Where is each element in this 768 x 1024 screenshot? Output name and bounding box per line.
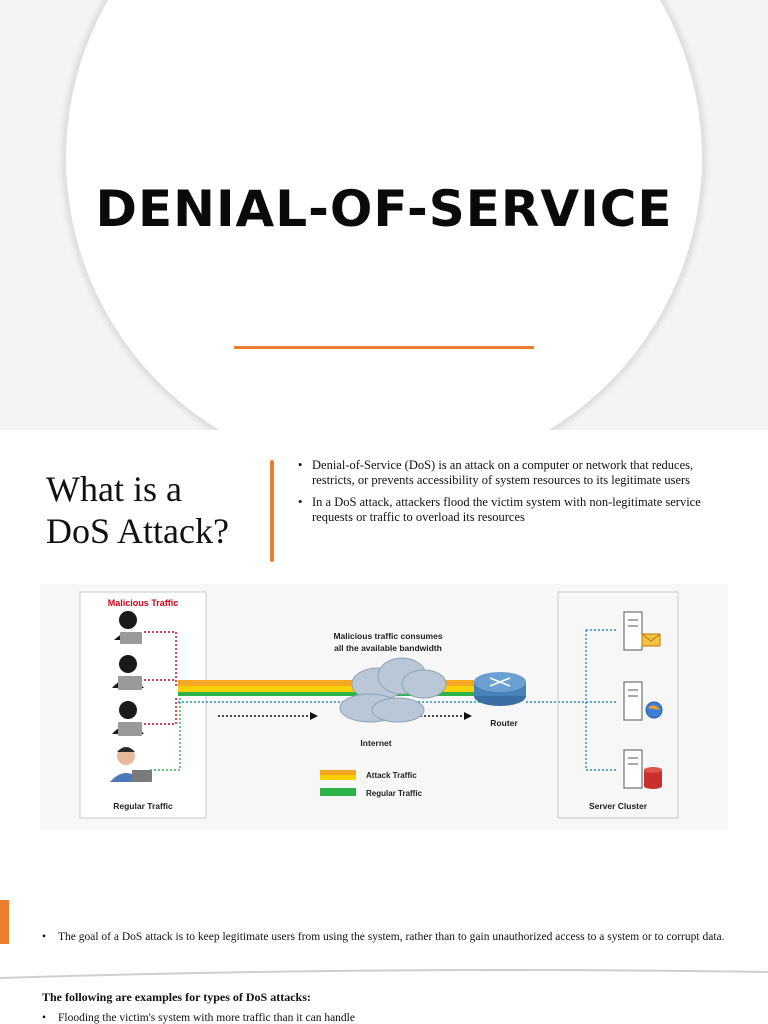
malicious-lines — [144, 631, 177, 725]
legend-attack-label: Attack Traffic — [366, 771, 417, 780]
definition-title-line1: What is a — [46, 469, 182, 509]
definition-slide: What is a DoS Attack? Denial-of-Service … — [0, 434, 768, 584]
regular-user-icon — [110, 747, 152, 782]
regular-traffic-label: Regular Traffic — [113, 801, 173, 811]
legend-attack-swatch — [320, 770, 356, 775]
legend-attack-swatch — [320, 775, 356, 780]
attacker-icon — [112, 701, 144, 736]
regular-line — [150, 698, 181, 771]
orange-tab — [0, 900, 9, 944]
server-links — [526, 629, 618, 771]
mail-server-icon — [623, 611, 661, 651]
legend-regular-swatch — [320, 788, 356, 796]
slide-title: DENIAL-OF-SERVICE — [95, 180, 673, 238]
legend-regular-label: Regular Traffic — [366, 789, 423, 798]
bullet-item: Denial-of-Service (DoS) is an attack on … — [296, 458, 716, 488]
attackers-panel — [79, 591, 207, 819]
orange-divider — [270, 460, 274, 562]
arrow-head — [310, 712, 318, 720]
attack-band-orange — [178, 680, 474, 686]
divider-curve — [0, 969, 768, 979]
internet-label: Internet — [360, 738, 391, 748]
server-cluster-label: Server Cluster — [589, 801, 648, 811]
internet-cloud-icon — [339, 657, 447, 723]
title-circle — [66, 0, 702, 430]
bullet-item: In a DoS attack, attackers flood the vic… — [296, 495, 716, 525]
router-label: Router — [490, 718, 518, 728]
examples-heading: The following are examples for types of … — [42, 990, 311, 1004]
definition-title: What is a DoS Attack? — [46, 468, 266, 552]
web-server-icon — [623, 681, 663, 721]
definition-bullets: Denial-of-Service (DoS) is an attack on … — [296, 458, 716, 532]
callout-line2: all the available bandwidth — [334, 643, 442, 653]
server-panel — [557, 591, 679, 819]
malicious-traffic-label: Malicious Traffic — [108, 598, 179, 608]
database-server-icon — [623, 749, 662, 789]
callout-line1: Malicious traffic consumes — [333, 631, 442, 641]
accent-line — [234, 346, 534, 349]
title-slide: DENIAL-OF-SERVICE — [0, 0, 768, 430]
definition-title-line2: DoS Attack? — [46, 511, 229, 551]
attacker-icon — [114, 611, 142, 644]
goal-bullet: The goal of a DoS attack is to keep legi… — [42, 930, 738, 944]
arrow-head — [464, 712, 472, 720]
dos-diagram: Malicious Traffic Regular Traffic — [40, 584, 728, 830]
attacker-icon — [112, 655, 144, 690]
goal-slide: The goal of a DoS attack is to keep legi… — [0, 868, 768, 1024]
attack-band-yellow — [178, 686, 474, 692]
regular-band — [178, 692, 474, 696]
example-item: Flooding the victim's system with more t… — [42, 1012, 355, 1024]
router-icon — [474, 672, 526, 706]
